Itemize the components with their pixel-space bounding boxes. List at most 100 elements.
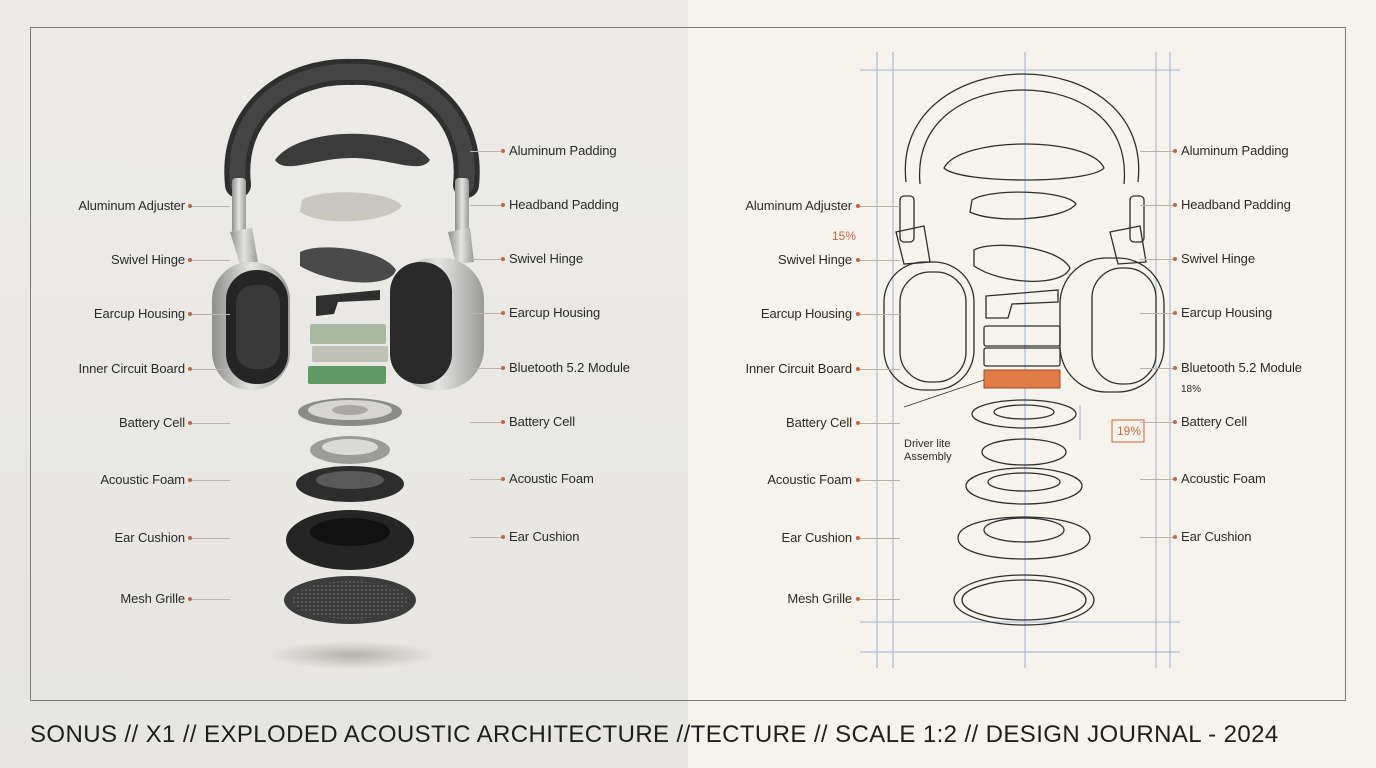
callout-label: Aluminum Padding (509, 143, 617, 158)
leader-dot (501, 257, 505, 261)
callout-label: Bluetooth 5.2 Module (509, 360, 630, 375)
leader-line (470, 368, 503, 369)
callout-label: Inner Circuit Board (745, 361, 853, 376)
leader-line (858, 314, 900, 315)
callout-label: Acoustic Foam (1181, 471, 1266, 486)
leader-line (470, 313, 503, 314)
callout-label: Mesh Grille (787, 591, 852, 606)
leader-line (190, 369, 230, 370)
callout-label: Swivel Hinge (1181, 251, 1255, 266)
leader-line (190, 206, 230, 207)
leader-dot (1173, 257, 1177, 261)
callout-label: Earcup Housing (1181, 305, 1273, 320)
leader-dot (188, 258, 192, 262)
callout-label: Acoustic Foam (767, 472, 852, 487)
leader-line (190, 314, 230, 315)
callout-label: Battery Cell (786, 415, 852, 430)
callout-label: Aluminum Adjuster (78, 198, 185, 213)
leader-dot (1173, 149, 1177, 153)
leader-line (858, 538, 900, 539)
leader-dot (1173, 366, 1177, 370)
leader-dot (856, 536, 860, 540)
driver-annotation: Driver lite (904, 438, 951, 450)
leader-dot (1173, 535, 1177, 539)
leader-dot (856, 597, 860, 601)
leader-dot (501, 149, 505, 153)
leader-dot (856, 478, 860, 482)
leader-dot (501, 366, 505, 370)
callout-label: Battery Cell (509, 414, 575, 429)
leader-line (858, 480, 900, 481)
callout-label: Earcup Housing (509, 305, 601, 320)
callout-label: Aluminum Adjuster (745, 198, 852, 213)
leader-line (858, 260, 900, 261)
leader-line (1140, 537, 1175, 538)
callout-label: Inner Circuit Board (78, 361, 186, 376)
leader-line (470, 479, 503, 480)
leader-line (190, 423, 230, 424)
leader-dot (1173, 477, 1177, 481)
leader-dot (856, 204, 860, 208)
leader-dot (501, 203, 505, 207)
percentage-annotation: 15% (832, 229, 857, 243)
percentage-annotation: 18% (1181, 384, 1202, 395)
leader-line (190, 538, 230, 539)
leader-line (858, 206, 900, 207)
leader-dot (188, 597, 192, 601)
callout-label: Headband Padding (1181, 197, 1291, 212)
callout-label: Battery Cell (119, 415, 185, 430)
photo-headphones-illustration (212, 58, 484, 669)
leader-dot (188, 421, 192, 425)
callout-label: Aluminum Padding (1181, 143, 1289, 158)
callout-label: Mesh Grille (120, 591, 185, 606)
leader-line (858, 369, 900, 370)
leader-dot (856, 258, 860, 262)
callout-label: Ear Cushion (509, 529, 580, 544)
leader-dot (856, 312, 860, 316)
leader-dot (188, 478, 192, 482)
leader-line (470, 205, 503, 206)
callout-label: Bluetooth 5.2 Module (1181, 360, 1302, 375)
leader-dot (1173, 203, 1177, 207)
callout-label: Acoustic Foam (509, 471, 594, 486)
leader-line (470, 259, 503, 260)
leader-dot (188, 204, 192, 208)
callout-label: Headband Padding (509, 197, 619, 212)
leader-line (190, 480, 230, 481)
driver-annotation: Assembly (904, 451, 952, 463)
leader-dot (1173, 311, 1177, 315)
callout-label: Swivel Hinge (778, 252, 852, 267)
leader-line (858, 423, 900, 424)
callout-label: Swivel Hinge (111, 252, 185, 267)
footer-caption: SONUS // X1 // EXPLODED ACOUSTIC ARCHITE… (30, 721, 1279, 748)
leader-line (1140, 368, 1175, 369)
callout-label: Earcup Housing (760, 306, 852, 321)
leader-line (190, 260, 230, 261)
leader-dot (188, 536, 192, 540)
callout-label: Ear Cushion (114, 530, 186, 545)
callout-label: Earcup Housing (93, 306, 185, 321)
leader-line (190, 599, 230, 600)
leader-line (1140, 151, 1175, 152)
leader-line (470, 537, 503, 538)
leader-dot (501, 535, 505, 539)
leader-line (1140, 422, 1175, 423)
leader-dot (501, 477, 505, 481)
leader-line (1140, 479, 1175, 480)
percentage-annotation: 19% (1117, 424, 1142, 438)
leader-line (858, 599, 900, 600)
leader-line (470, 422, 503, 423)
leader-dot (856, 421, 860, 425)
leader-dot (501, 311, 505, 315)
callout-label: Ear Cushion (1181, 529, 1252, 544)
leader-dot (1173, 420, 1177, 424)
leader-line (1140, 259, 1175, 260)
callout-label: Acoustic Foam (100, 472, 185, 487)
callout-label: Battery Cell (1181, 414, 1247, 429)
callout-label: Swivel Hinge (509, 251, 583, 266)
leader-dot (188, 367, 192, 371)
leader-dot (501, 420, 505, 424)
leader-line (470, 151, 503, 152)
